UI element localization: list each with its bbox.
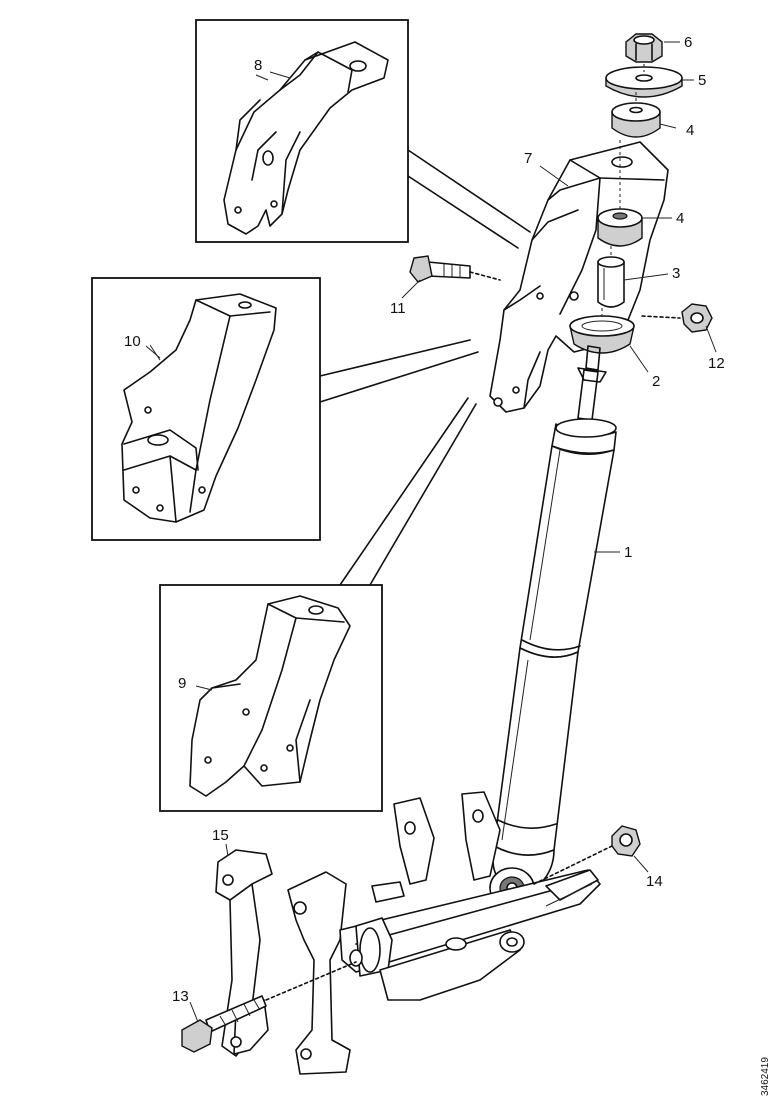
callout-3: 3	[672, 265, 680, 282]
detail-box-8	[195, 19, 409, 243]
callout-13: 13	[172, 988, 189, 1005]
leader-box-10	[319, 339, 479, 403]
cup-washer-2	[569, 315, 635, 354]
callout-1: 1	[624, 544, 632, 561]
callout-7: 7	[524, 150, 532, 167]
callout-11: 11	[390, 300, 406, 317]
callout-4-lower: 4	[676, 210, 684, 227]
top-nut-6	[625, 33, 663, 63]
detail-box-9	[159, 584, 383, 812]
callout-12: 12	[708, 355, 725, 372]
spacer-sleeve-3	[597, 256, 625, 308]
leader-box-9	[339, 397, 477, 586]
figure-code: 3462419	[760, 1057, 771, 1096]
shock-absorber-body	[489, 345, 617, 909]
callout-9: 9	[178, 675, 186, 692]
washer-5	[605, 66, 683, 98]
nut-12	[641, 303, 713, 333]
callout-2: 2	[652, 373, 660, 390]
callout-15: 15	[212, 827, 229, 844]
leader-box-8	[407, 149, 531, 249]
callout-4-upper: 4	[686, 122, 694, 139]
nut-14	[533, 825, 641, 885]
lower-bushing-4	[597, 208, 643, 247]
upper-bushing-4	[611, 102, 661, 138]
stud-axis	[601, 64, 645, 320]
callout-8: 8	[254, 57, 262, 74]
detail-box-10	[91, 277, 321, 541]
bolt-11	[409, 255, 501, 283]
callout-10: 10	[124, 333, 141, 350]
callout-6: 6	[684, 34, 692, 51]
callout-5: 5	[698, 72, 706, 89]
leader-lines	[145, 41, 717, 1023]
callout-14: 14	[646, 873, 663, 890]
bolt-13	[181, 961, 357, 1053]
